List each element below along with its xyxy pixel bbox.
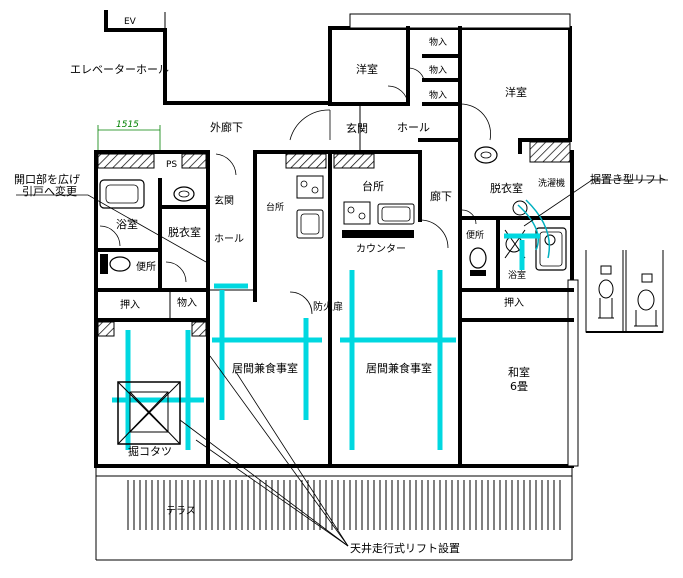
corridor-label: 廊下 xyxy=(430,189,452,203)
toilet-label: 便所 xyxy=(136,260,156,273)
kitchen-small-label: 台所 xyxy=(266,201,284,213)
bathtub-icon xyxy=(99,179,145,209)
japanese-room-label: 和室 xyxy=(508,365,530,379)
opening-note-line2: 引戸へ変更 xyxy=(22,184,77,198)
lift-mast-icon xyxy=(512,200,528,216)
door-swings xyxy=(99,67,491,315)
western-room-1-label: 洋室 xyxy=(356,62,378,76)
hatched-walls xyxy=(97,141,571,337)
elevator-hall-label: エレベーターホール xyxy=(70,63,169,76)
terrace-label: テラス xyxy=(166,505,196,517)
kotatsu-label: 掘コタツ xyxy=(128,444,172,458)
storage-label: 物入 xyxy=(177,296,197,309)
dressing-label: 脱衣室 xyxy=(168,225,201,239)
toilet-icon-right xyxy=(469,247,487,269)
hall-small-label: ホール xyxy=(214,233,244,245)
ceiling-lift-rails xyxy=(112,233,540,450)
dimension-label: 1515 xyxy=(116,120,139,130)
fire-door-label: 防火扉 xyxy=(313,300,343,313)
washbasin-icon xyxy=(173,186,195,202)
closet-label: 押入 xyxy=(120,298,140,311)
storage-2-label: 物入 xyxy=(429,64,447,76)
ceiling-lift-label: 天井走行式リフト設置 xyxy=(350,541,460,555)
counter-icon xyxy=(342,230,414,238)
ev-label: EV xyxy=(124,17,137,27)
terrace-slats xyxy=(127,480,561,530)
stove-icon xyxy=(296,175,324,199)
interior-walls xyxy=(94,26,574,468)
outer-corridor-label: 外廊下 xyxy=(210,120,243,134)
kitchen-label: 台所 xyxy=(362,179,384,193)
hall-label: ホール xyxy=(397,121,430,134)
floor-lift-label: 据置き型リフト xyxy=(590,172,667,186)
washer-label: 洗濯機 xyxy=(538,177,565,189)
entrance-small-label: 玄関 xyxy=(214,194,234,207)
dressing-right-label: 脱衣室 xyxy=(490,181,523,195)
toilet-tank-icon xyxy=(100,254,108,274)
elevator-area: EV エレベーターホール 外廊下 xyxy=(70,10,329,134)
bath-right-label: 浴室 xyxy=(508,269,526,281)
entrance-label: 玄関 xyxy=(346,121,368,135)
storage-1-label: 物入 xyxy=(429,36,447,48)
living-dining-left-label: 居間兼食事室 xyxy=(232,361,298,375)
stove-icon-right xyxy=(343,201,371,225)
bath-label: 浴室 xyxy=(116,217,138,231)
storage-3-label: 物入 xyxy=(429,89,447,101)
ps-label: PS xyxy=(166,160,177,170)
tatami-label: 6畳 xyxy=(510,380,528,393)
counter-label: カウンター xyxy=(356,243,406,255)
toilet-right-label: 便所 xyxy=(466,229,484,241)
washbasin-icon-right xyxy=(474,146,498,164)
kitchen-sink-icon xyxy=(296,209,324,239)
floor-lift-elevation xyxy=(585,250,664,333)
toilet-icon xyxy=(109,256,131,272)
dimension-1515: 1515 xyxy=(97,120,161,150)
western-room-2-label: 洋室 xyxy=(505,85,527,99)
kotatsu-icon xyxy=(117,381,181,445)
closet-right-label: 押入 xyxy=(504,296,524,309)
living-dining-right-label: 居間兼食事室 xyxy=(366,361,432,375)
terrace xyxy=(95,466,573,561)
room-labels: PS 開口部を広げ 引戸へ変更 浴室 脱衣室 便所 玄関 ホール 台所 物入 押… xyxy=(14,36,667,555)
leader-lines xyxy=(16,179,668,547)
exterior-walls xyxy=(94,13,579,468)
bathtub-icon-right xyxy=(535,227,567,271)
kitchen-sink-icon-right xyxy=(377,203,415,225)
opening-note-line1: 開口部を広げ xyxy=(14,172,80,186)
